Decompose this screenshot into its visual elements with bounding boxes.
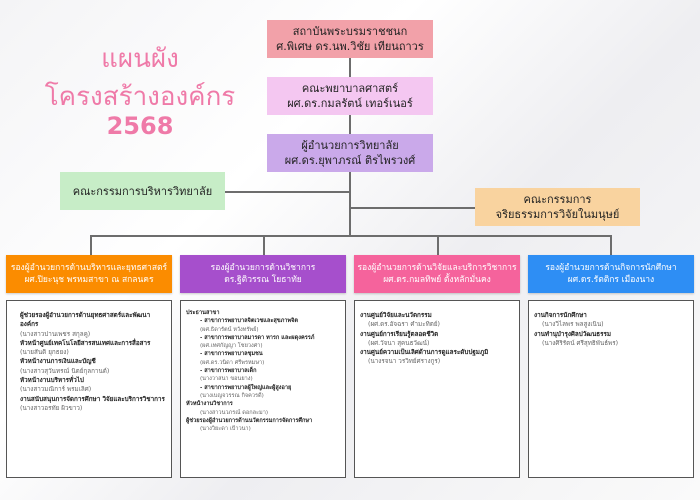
unit-role: หัวหน้างานการเงินและบัญชี [20,358,96,366]
unit-person: (นางศิริรัตน์ ศรีสุทธิพันธ์พร) [542,339,619,347]
unit-role: หัวหน้างานบริหารทั่วไป [20,377,84,385]
connector-line [610,235,612,255]
branch-role: - สาขาการพยาบาลผู้ใหญ่และผู้สูงอายุ [200,384,292,391]
unit-role: งานศูนย์การเรียนรู้ตลอดชีวิต [360,330,439,338]
division-admin-header: รองผู้อำนวยการด้านบริหารและยุทธศาสตร์ ผศ… [6,255,172,293]
unit-person: (นางสาวอรทัย ผิวขาว) [20,404,83,412]
admin-committee-box: คณะกรรมการบริหารวิทยาลัย [60,172,225,210]
branch-person: (ผศ.ธิดารัตน์ หวังทรัพย์) [200,326,259,333]
division-admin-details: ผู้ช่วยรองผู้อำนวยการด้านยุทธศาสตร์และพั… [6,300,172,478]
director-title: ผู้อำนวยการวิทยาลัย [301,139,399,152]
division-academic-header: รองผู้อำนวยการด้านวิชาการ ดร.ฐิติวรรณ โย… [180,255,346,293]
connector-line [90,235,611,237]
division-head: ดร.ฐิติวรรณ โยธาทัย [224,275,302,285]
unit-person: (นางวิยะดา เป้าวนา) [200,426,251,433]
ethics-committee-line2: จริยธรรมการวิจัยในมนุษย์ [495,208,620,221]
branch-person: (นางวาสนา ขอนยาง) [200,376,253,383]
division-title: รองผู้อำนวยการด้านกิจการนักศึกษา [545,263,677,273]
unit-role: หัวหน้างานวิชาการ [186,401,233,408]
faculty-name: คณะพยาบาลศาสตร์ [301,82,399,95]
division-research-details: งานศูนย์วิจัยและนวัตกรรม (ผศ.ดร.อัจฉรา ค… [354,300,520,478]
unit-person: (นางรจนา วรวิทย์ศรางกูร) [368,358,441,366]
division-head: ผศ.ดร.รัตติกร เมืองนาง [567,275,655,285]
division-academic-details: ประธานสาขา - สาขาการพยาบาลจิตเวชและสุขภา… [180,300,346,478]
faculty-box: คณะพยาบาลศาสตร์ ผศ.ดร.กมลรัตน์ เทอร์เนอร… [267,77,433,115]
branch-person: (ผศ.เทศกัญญา โชยวงศา) [200,343,263,350]
unit-role: งานกิจการนักศึกษา [534,312,587,319]
connector-line [350,207,475,209]
chart-title-year: 2568 [106,112,174,140]
unit-role: ผู้ช่วยรองผู้อำนวยการด้านยุทธศาสตร์และพั… [20,312,151,329]
unit-person: (นางสาวนวภรณ์ ดอกละมา) [200,409,269,416]
connector-line [90,235,92,255]
division-head: ผศ.ดร.กมลทิพย์ ตั้งหลักมั่นคง [383,275,491,285]
division-title: รองผู้อำนวยการด้านบริหารและยุทธศาสตร์ [10,263,168,273]
unit-person: (นางสาวปานเพชร สกุลคู) [20,330,91,338]
unit-person: (นางสาวสุวันทรณ์ นิตย์กุลกานต์) [20,367,110,375]
connector-line [263,235,265,255]
institute-name: สถาบันพระบรมราชชนก [292,25,408,38]
director-name: ผศ.ดร.ยุพาภรณ์ ติรไพรวงศ์ [284,154,416,167]
unit-person: (นางวิไลพร พลสูงเนิน) [542,321,604,329]
unit-person: (ผศ.วัจนา สุคนธวัฒน์) [368,339,430,347]
division-student-details: งานกิจการนักศึกษา (นางวิไลพร พลสูงเนิน) … [528,300,694,478]
chair-label: ประธานสาขา [186,310,220,316]
division-research-header: รองผู้อำนวยการด้านวิจัยและบริการวิชาการ … [354,255,520,293]
director-box: ผู้อำนวยการวิทยาลัย ผศ.ดร.ยุพาภรณ์ ติรไพ… [267,134,433,172]
chart-title-line2: โครงสร้างองค์กร [44,82,236,112]
connector-line [437,235,439,255]
unit-person: (ผศ.ดร.อัจฉรา คำมะทิตย์) [368,321,440,329]
faculty-head: ผศ.ดร.กมลรัตน์ เทอร์เนอร์ [287,97,413,110]
unit-role: ผู้ช่วยรองผู้อำนวยการด้านนวัตกรรมการจัดก… [186,417,313,424]
division-title: รองผู้อำนวยการด้านวิจัยและบริการวิชาการ [357,263,517,273]
branch-role: - สาขาการพยาบาลเด็ก [200,368,257,375]
division-head: ผศ.ปิยะนุช พรหมสาขา ณ สกลนคร [24,275,154,285]
branch-role: - สาขาการพยาบาลมารดา ทารก และผดุงครรภ์ [200,334,315,341]
unit-person: (นายสันติ ยุกธยง) [20,349,69,357]
branch-role: - สาขาการพยาบาลจิตเวชและสุขภาพจิต [200,318,299,325]
ethics-committee-box: คณะกรรมการ จริยธรรมการวิจัยในมนุษย์ [475,188,640,226]
unit-role: งานศูนย์ความเป็นเลิศด้านการดูแลระดับปฐมภ… [360,349,489,357]
admin-committee-label: คณะกรรมการบริหารวิทยาลัย [72,184,213,198]
institute-head: ศ.พิเศษ ดร.นพ.วิชัย เทียนถาวร [276,40,424,53]
unit-person: (นางสาวมณิการ์ พรมเลิศ) [20,386,92,394]
division-title: รองผู้อำนวยการด้านวิชาการ [210,263,316,273]
institute-box: สถาบันพระบรมราชชนก ศ.พิเศษ ดร.นพ.วิชัย เ… [267,20,433,58]
unit-role: งานสนับสนุนการจัดการศึกษา วิจัยและบริการ… [20,395,165,403]
unit-role: หัวหน้าศูนย์เทคโนโลยีสารสนเทศและการสื่อส… [20,339,151,347]
branch-person: (ผศ.ดร.วนิดา ศรีพรหมษา) [200,359,265,366]
unit-role: งานทำนุบำรุงศิลปวัฒนธรรม [534,330,612,338]
division-student-header: รองผู้อำนวยการด้านกิจการนักศึกษา ผศ.ดร.ร… [528,255,694,293]
ethics-committee-line1: คณะกรรมการ [523,193,592,206]
connector-line [225,191,350,193]
branch-role: - สาขาการพยาบาลชุมชน [200,351,263,358]
branch-person: (นางเบญจวรรณ กิจควรดี) [200,392,264,399]
unit-role: งานศูนย์วิจัยและนวัตกรรม [360,312,432,319]
chart-title-line1: แผนผัง [101,44,179,74]
